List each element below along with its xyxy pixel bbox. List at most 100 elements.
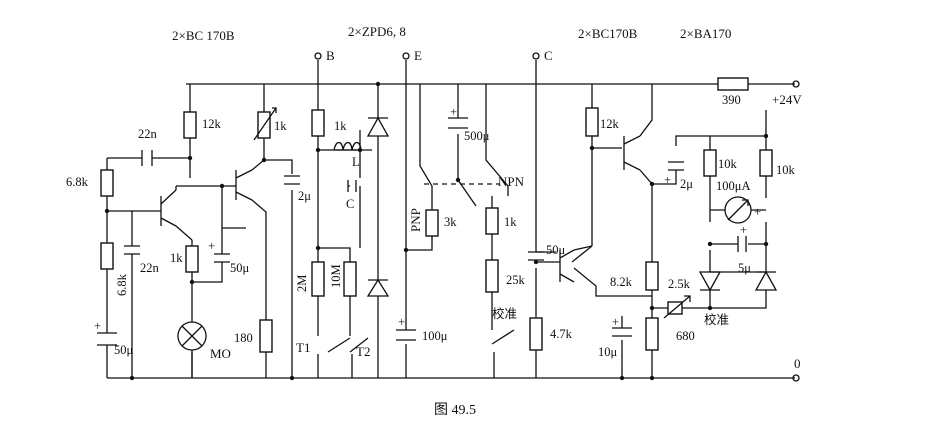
label-r-10k-a: 10k	[718, 157, 738, 171]
label-switch-t1: T1	[296, 340, 310, 355]
capacitor-22n-shunt	[124, 245, 140, 255]
label-r-1k-mid: 1k	[504, 215, 517, 229]
resistor-1k-mid	[485, 207, 499, 235]
label-c-50u-bottom-left: 50μ	[114, 343, 134, 357]
label-lamp: MO	[210, 346, 231, 361]
capacitor-50u-mid	[528, 251, 544, 261]
svg-text:+: +	[94, 319, 101, 333]
zener-top	[366, 116, 390, 137]
label-r-12k-right: 12k	[600, 117, 620, 131]
label-r-180: 180	[234, 331, 253, 345]
resistor-10k-b	[759, 149, 773, 177]
label-trim-2-5k: 2.5k	[668, 277, 691, 291]
resistor-8-2k	[645, 261, 659, 291]
diodes	[366, 116, 778, 297]
capacitor-50u-emitter	[214, 253, 230, 263]
resistor-2m	[311, 261, 325, 297]
transistor-q4	[559, 245, 593, 283]
label-switch-pnp: PNP	[408, 208, 423, 232]
heading-diodes: 2×BA170	[680, 26, 731, 41]
lamp-mo	[177, 310, 207, 378]
label-r-12k-left: 12k	[202, 117, 222, 131]
label-r-4-7k: 4.7k	[550, 327, 573, 341]
resistor-390	[717, 77, 749, 91]
label-terminal-c: C	[544, 48, 553, 63]
label-r-25k: 25k	[506, 273, 526, 287]
label-r-1k-b: 1k	[334, 119, 347, 133]
diode-left	[698, 271, 722, 292]
transistors	[160, 135, 641, 283]
label-c-2u-left: 2μ	[298, 189, 311, 203]
figure-caption: 图 49.5	[434, 403, 476, 418]
label-c-5u: 5μ	[738, 261, 751, 275]
capacitor-5u	[737, 236, 747, 252]
label-terminal-e: E	[414, 48, 422, 63]
label-r-3k: 3k	[444, 215, 457, 229]
zener-bottom	[366, 278, 390, 297]
label-supply: +24V	[772, 92, 802, 107]
heading-transistors-left: 2×BC 170B	[172, 28, 235, 43]
capacitor-22n-coupling	[141, 150, 153, 166]
capacitors: + + + + + + + +	[94, 105, 761, 346]
resistor-1k-emitter	[185, 245, 199, 273]
label-meter: 100μA	[716, 179, 750, 193]
label-trim-1k: 1k	[274, 119, 287, 133]
resistor-10m	[343, 261, 357, 297]
transistor-q3	[623, 135, 641, 171]
capacitor-tank	[347, 180, 357, 192]
terminal-supply	[792, 80, 800, 88]
resistor-680	[645, 317, 659, 351]
resistor-4-7k	[529, 317, 543, 351]
resistor-6-8k-top	[100, 169, 114, 197]
labels: 2×BC 170B 2×ZPD6, 8 2×BC170B 2×BA170 B E…	[66, 24, 802, 418]
label-calib-right: 校准	[704, 312, 729, 327]
label-switch-npn: NPN	[498, 174, 525, 189]
svg-text:+: +	[398, 315, 405, 329]
label-r-6-8k-top: 6.8k	[66, 175, 89, 189]
svg-text:+: +	[754, 205, 761, 219]
label-c-10u: 10μ	[598, 345, 618, 359]
label-switch-t2: T2	[356, 344, 370, 359]
inductor-coil	[333, 141, 362, 151]
label-c-50u-mid: 50μ	[546, 243, 566, 257]
resistor-3k	[425, 209, 439, 237]
diode-right	[754, 270, 778, 291]
label-r-1k-emitter: 1k	[170, 251, 183, 265]
terminal-e	[402, 52, 410, 60]
resistor-6-8k-bottom	[100, 242, 114, 270]
label-c-22n-shunt: 22n	[140, 261, 160, 275]
resistor-180	[259, 319, 273, 353]
svg-text:+: +	[450, 105, 457, 119]
svg-text:+: +	[208, 239, 215, 253]
label-inductor: L	[352, 155, 360, 169]
svg-text:+: +	[664, 173, 671, 187]
capacitor-100u	[396, 329, 416, 341]
label-r-390: 390	[722, 93, 741, 107]
label-r-680: 680	[676, 329, 695, 343]
wiring	[106, 60, 795, 379]
svg-text:+: +	[740, 223, 747, 237]
junctions	[104, 81, 769, 381]
heading-transistors-right: 2×BC170B	[578, 26, 638, 41]
svg-text:+: +	[612, 315, 619, 329]
capacitor-500u	[448, 117, 468, 129]
resistor-1k-b	[311, 109, 325, 137]
terminal-b	[314, 52, 322, 60]
transistor-q2	[230, 169, 253, 201]
polarity-marks: + + + + + + + +	[94, 105, 761, 333]
resistor-25k	[485, 259, 499, 293]
label-c-22n-coupling: 22n	[138, 127, 158, 141]
resistor-12k-left	[183, 111, 197, 139]
label-ground: 0	[794, 356, 801, 371]
resistor-12k-right	[585, 107, 599, 137]
terminal-c	[532, 52, 540, 60]
label-r-8-2k: 8.2k	[610, 275, 633, 289]
terminal-ground	[792, 374, 800, 382]
meter-100ua	[710, 196, 766, 224]
capacitor-2u-right	[668, 161, 684, 171]
resistor-10k-a	[703, 149, 717, 177]
resistors	[100, 77, 773, 353]
label-r-2m: 2M	[295, 275, 309, 292]
terminals	[314, 52, 800, 382]
